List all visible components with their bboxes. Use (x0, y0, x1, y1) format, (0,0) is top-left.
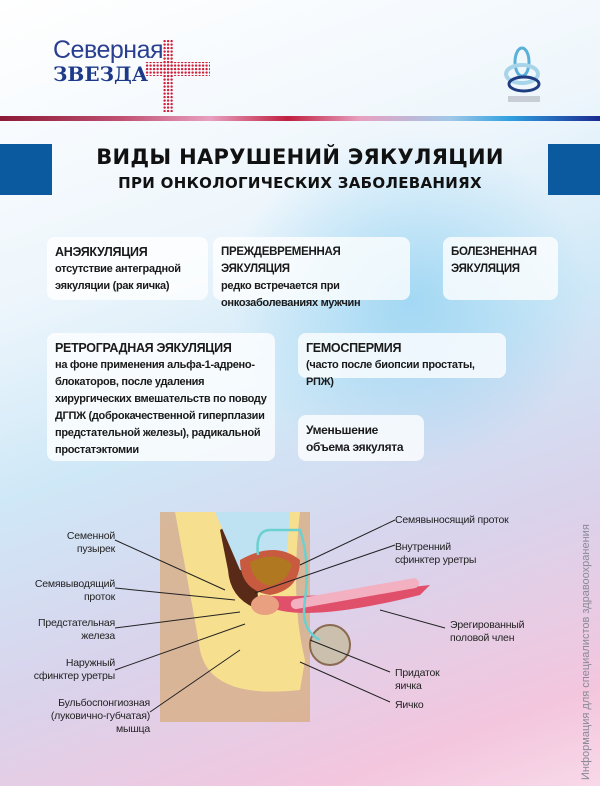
leader-lines (114, 519, 446, 713)
footer-note: Информация для специалистов здравоохране… (580, 524, 592, 780)
card-reduced-volume: Уменьшение объема эякулята (298, 415, 424, 461)
logo-text-severnaya: Северная (53, 36, 164, 64)
card-painful-ejaculation: БОЛЕЗНЕННАЯ ЭЯКУЛЯЦИЯ (443, 237, 558, 300)
corpus-cavernosum (290, 578, 419, 610)
partner-logo-icon (504, 46, 541, 102)
card-heading: РЕТРОГРАДНАЯ ЭЯКУЛЯЦИЯ (55, 341, 232, 355)
label-prostate: Предстательная железа (38, 617, 115, 642)
label-vas-deferens: Семявыносящий проток (395, 514, 509, 526)
vas-deferens (256, 528, 321, 642)
logo-text-zvezda: ЗВЕЗДА (53, 62, 149, 86)
card-premature-ejaculation: ПРЕЖДЕВРЕМЕННАЯ ЭЯКУЛЯЦИЯ редко встречае… (213, 237, 410, 309)
card-text: отсутствие антеградной эякуляции (рак яи… (55, 263, 181, 292)
title-accent-left (0, 144, 52, 195)
label-testis: Яичко (395, 699, 424, 711)
prostate (251, 595, 279, 615)
card-text: (часто после биопсии простаты, РПЖ) (306, 359, 475, 388)
label-internal-sphincter: Внутренний сфинктер уретры (395, 541, 477, 566)
testis (309, 624, 351, 666)
label-erect-penis: Эрегированный половой член (450, 619, 525, 644)
label-bulbospongiosus: Бульбоспонгиозная (луковично-губчатая) м… (50, 697, 150, 735)
card-heading: ГЕМОСПЕРМИЯ (306, 341, 402, 355)
card-hemospermia: ГЕМОСПЕРМИЯ (часто после биопсии простат… (298, 333, 506, 388)
card-text: редко встречается при онкозаболеваниях м… (221, 280, 361, 309)
card-retrograde-ejaculation: РЕТРОГРАДНАЯ ЭЯКУЛЯЦИЯ на фоне применени… (47, 333, 275, 461)
label-external-sphincter: Наружный сфинктер уретры (33, 657, 115, 682)
card-anejaculation: АНЭЯКУЛЯЦИЯ отсутствие антеградной эякул… (47, 237, 208, 300)
label-ejaculatory-duct: Семявыводящий проток (34, 578, 115, 603)
logo-cross-icon (145, 40, 210, 112)
page-subtitle: ПРИ ОНКОЛОГИЧЕСКИХ ЗАБОЛЕВАНИЯХ (118, 174, 482, 192)
card-heading: АНЭЯКУЛЯЦИЯ (55, 245, 148, 259)
title-accent-right (548, 144, 600, 195)
anatomy-diagram (114, 512, 446, 722)
background-glow (230, 130, 590, 470)
label-epididymis: Придаток яичка (395, 667, 440, 692)
label-seminal-vesicle: Семенной пузырек (66, 530, 115, 555)
card-heading: БОЛЕЗНЕННАЯ ЭЯКУЛЯЦИЯ (451, 246, 537, 275)
card-heading: Уменьшение объема эякулята (306, 423, 404, 454)
bladder-interior (250, 556, 292, 586)
page-title: ВИДЫ НАРУШЕНИЙ ЭЯКУЛЯЦИИ (96, 145, 504, 169)
card-heading: ПРЕЖДЕВРЕМЕННАЯ ЭЯКУЛЯЦИЯ (221, 246, 341, 275)
card-text: на фоне применения альфа-1-адрено-блокат… (55, 359, 267, 456)
decorative-stripe (0, 116, 600, 121)
